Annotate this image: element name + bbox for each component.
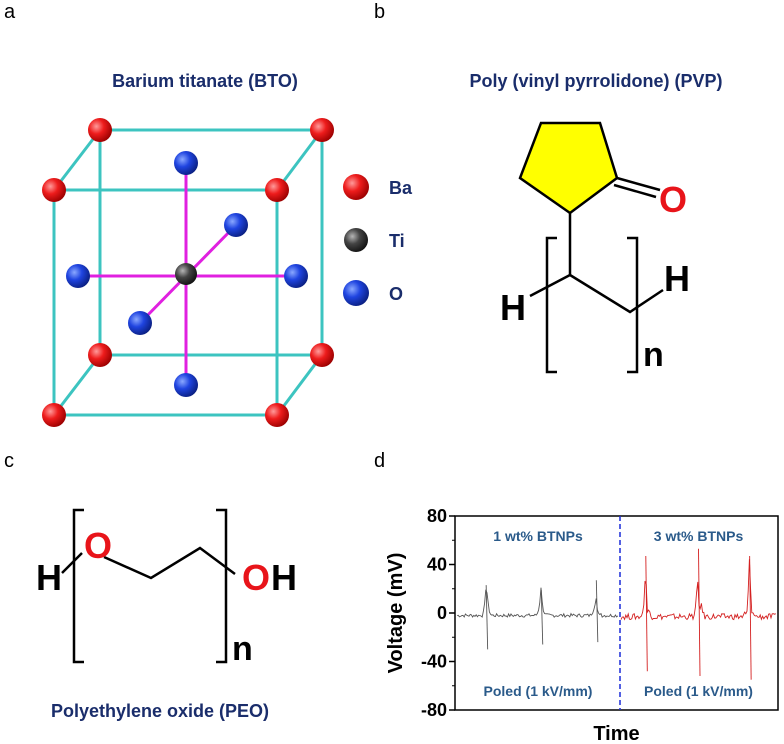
o-atom: [174, 151, 198, 175]
peo-h-right: H: [271, 557, 297, 598]
ba-atom: [310, 118, 334, 142]
atom-legend: Ba Ti O: [343, 174, 413, 306]
panel-letter-b: b: [374, 1, 385, 23]
spike-mark: [698, 548, 701, 677]
legend-o-swatch: [343, 280, 369, 306]
pvp-title: Poly (vinyl pyrrolidone) (PVP): [469, 71, 722, 91]
cube-edge: [275, 129, 324, 191]
ba-atom: [88, 343, 112, 367]
y-tick-label: 80: [427, 506, 447, 526]
o-atom: [66, 264, 90, 288]
bto-title: Barium titanate (BTO): [112, 71, 298, 91]
y-tick-label: -40: [421, 652, 447, 672]
pvp-h-left: H: [500, 287, 526, 328]
atoms: [42, 118, 334, 427]
ti-atom: [175, 263, 197, 285]
legend-ti-label: Ti: [389, 231, 405, 251]
series-note: Poled (1 kV/mm): [484, 683, 593, 699]
cube-edge: [275, 354, 324, 416]
spike-mark: [485, 585, 489, 650]
signal-trace: [456, 587, 619, 619]
carbonyl-bond: [613, 183, 657, 199]
o-atom: [174, 373, 198, 397]
peo-title: Polyethylene oxide (PEO): [51, 701, 269, 721]
carbonyl-bond: [616, 176, 661, 192]
peo-o-left: O: [84, 525, 112, 566]
voltage-chart: 80 40 0 -40 -80 Voltage (mV) Time 1 wt% BTNPsPo…: [385, 506, 779, 744]
legend-o-label: O: [389, 284, 403, 304]
panel-a: a Barium titanate (BTO): [4, 1, 413, 427]
peo-o-right: O: [242, 557, 270, 598]
y-tick-label: 40: [427, 555, 447, 575]
ba-atom: [42, 403, 66, 427]
legend-ba-label: Ba: [389, 178, 413, 198]
series-note: Poled (1 kV/mm): [644, 683, 753, 699]
peo-bracket-left: [72, 508, 84, 664]
pvp-subscript-n: n: [643, 336, 664, 374]
series-label: 1 wt% BTNPs: [493, 528, 583, 544]
pvp-bracket-right: [627, 236, 639, 374]
spike-mark: [540, 589, 544, 645]
pvp-backbone: [568, 213, 664, 314]
peo-backbone: [103, 546, 236, 580]
peo-h-o-bond: [61, 552, 83, 574]
legend-ti-swatch: [344, 228, 368, 252]
pvp-h-bond-left: [529, 273, 571, 298]
pyrrolidone-ring: [518, 121, 619, 215]
peo-subscript-n: n: [232, 630, 253, 668]
y-axis-title: Voltage (mV): [385, 553, 407, 674]
panel-d: d 80 40 0 -40 -80 Voltage (mV) Time 1 wt% BTNPs…: [374, 450, 779, 744]
spike-mark: [595, 580, 599, 643]
o-atom: [224, 213, 248, 237]
cube-edge: [52, 354, 102, 416]
panel-letter-a: a: [4, 1, 16, 23]
plot-frame: [454, 515, 779, 711]
cube-edge: [52, 129, 102, 191]
peo-h-left: H: [36, 557, 62, 598]
o-atom: [128, 311, 152, 335]
pvp-bracket-left: [545, 236, 557, 374]
panel-c: c H O O H n Polyethylene oxide (PEO): [4, 450, 297, 721]
y-tick-label: -80: [421, 700, 447, 720]
ba-atom: [42, 178, 66, 202]
pvp-oxygen: O: [659, 179, 687, 220]
ba-atom: [88, 118, 112, 142]
panel-letter-d: d: [374, 450, 385, 472]
spike-mark: [645, 556, 648, 672]
pvp-h-right: H: [664, 258, 690, 299]
ba-atom: [265, 403, 289, 427]
legend-ba-swatch: [343, 174, 369, 200]
x-axis-title: Time: [593, 723, 639, 744]
ba-atom: [265, 178, 289, 202]
y-tick-label: 0: [437, 603, 447, 623]
panel-letter-c: c: [4, 450, 14, 472]
panel-b: b Poly (vinyl pyrrolidone) (PVP) O H H n: [374, 1, 723, 374]
o-atom: [284, 264, 308, 288]
peo-bracket-right: [216, 508, 228, 664]
series-label: 3 wt% BTNPs: [654, 528, 744, 544]
ba-atom: [310, 343, 334, 367]
spike-mark: [749, 556, 752, 680]
